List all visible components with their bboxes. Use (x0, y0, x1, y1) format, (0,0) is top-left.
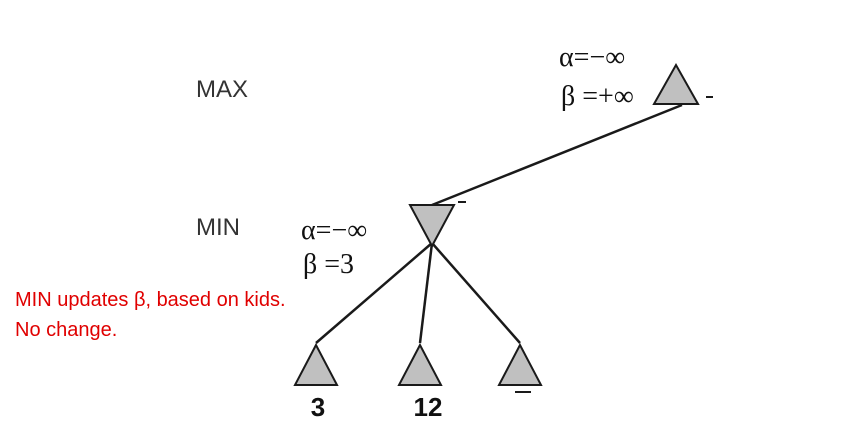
leaf-node-3 (497, 342, 543, 386)
root-beta-value: β =+∞ (561, 81, 634, 112)
note-line-2: No change. (15, 319, 117, 341)
min-node (408, 204, 456, 249)
edge-min-to-leaf-1 (315, 242, 433, 344)
leaf-node-1 (293, 342, 339, 386)
min-level-label: MIN (196, 214, 240, 241)
edge-root-to-min (431, 103, 683, 207)
root-alpha-value: α=−∞ (559, 42, 625, 73)
min-alpha-value: α=−∞ (301, 215, 367, 246)
leaf-value-1: 3 (311, 392, 325, 422)
edge-min-to-leaf-3 (431, 242, 521, 344)
max-root-node (652, 62, 700, 105)
leaf-node-2 (397, 342, 443, 386)
min-beta-value: β =3 (303, 249, 354, 280)
edge-min-to-leaf-2 (418, 242, 434, 344)
leaf-value-2: 12 (414, 392, 443, 422)
note-line-1: MIN updates β, based on kids. (15, 289, 286, 311)
max-level-label: MAX (196, 76, 248, 103)
